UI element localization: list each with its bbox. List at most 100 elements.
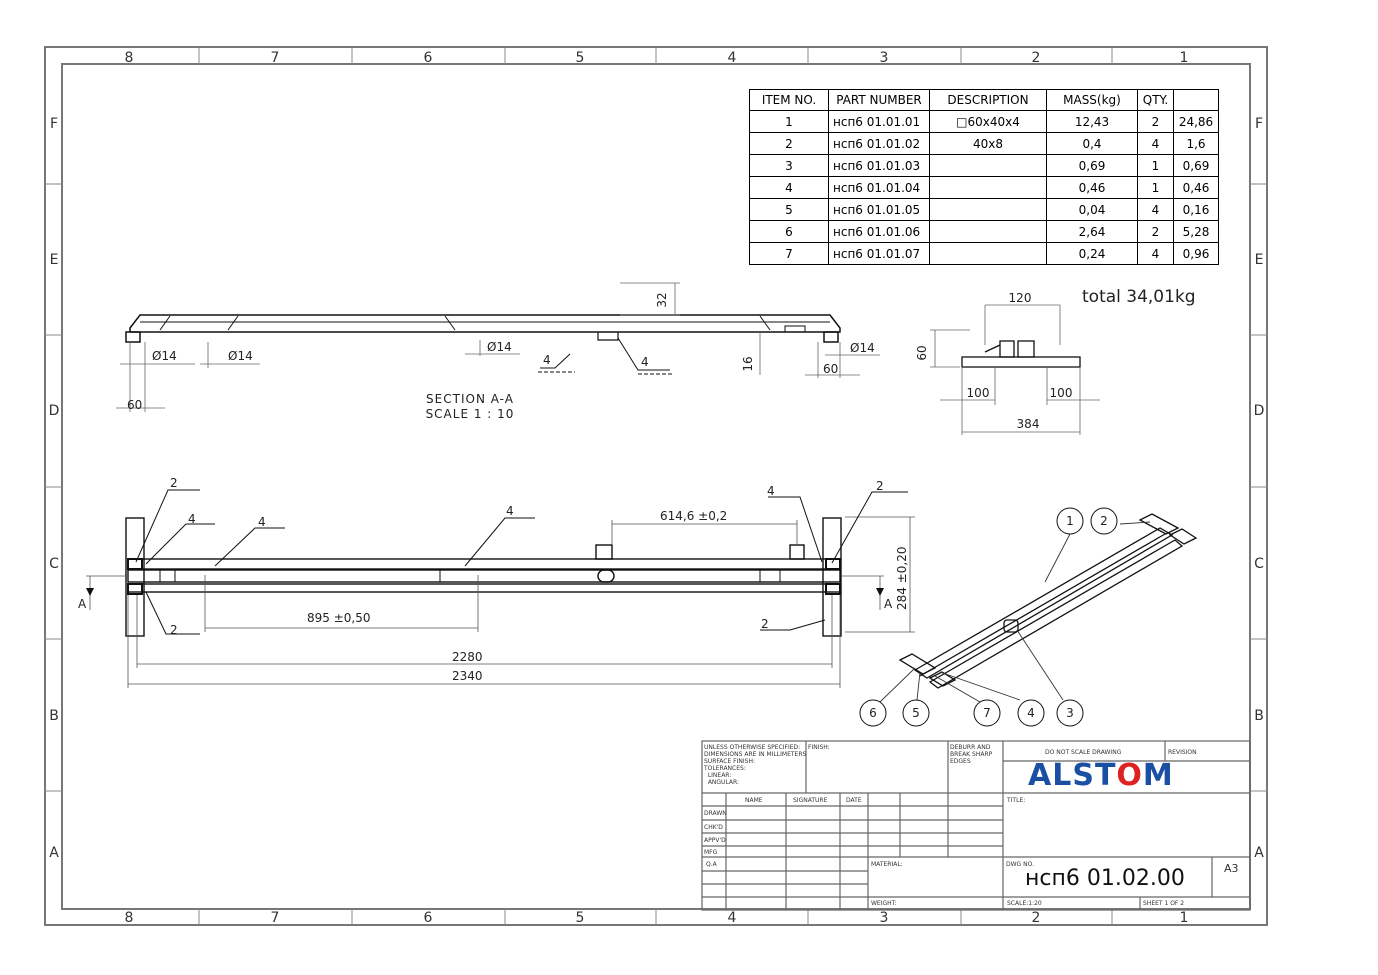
bom-cell — [929, 220, 1047, 243]
weld-mark: 4 — [767, 484, 775, 498]
bom-header: ITEM NO. — [749, 89, 829, 111]
bom-cell: 0,24 — [1046, 242, 1138, 265]
balloon-label: 7 — [983, 706, 991, 720]
dim-end: 100 — [967, 386, 990, 400]
sheet-size: A3 — [1224, 862, 1239, 875]
bom-cell: нсп6 01.01.02 — [828, 132, 930, 155]
weld-mark: 4 — [641, 355, 649, 369]
plan-dims: 614,6 ±0,2 284 ±0,20 895 ±0,50 2280 2340… — [78, 476, 909, 683]
dim-side: Ø14 — [228, 349, 253, 363]
dim-end: 100 — [1050, 386, 1073, 400]
dim-side: Ø14 — [850, 341, 875, 355]
bom-cell: 6 — [749, 220, 829, 243]
bom-cell — [929, 176, 1047, 199]
bom-cell: 0,46 — [1046, 176, 1138, 199]
dim-side: 16 — [741, 356, 755, 371]
zone-col-bottom: 5 — [576, 910, 585, 926]
bom-cell: 0,69 — [1173, 154, 1219, 177]
end-dims: 120 60 100 100 384 — [915, 291, 1072, 431]
tb-title: TITLE: — [1007, 797, 1026, 804]
section-scale: SCALE 1 : 10 — [425, 407, 515, 421]
zone-col-bottom: 7 — [271, 910, 280, 926]
bom-cell: нсп6 01.01.05 — [828, 198, 930, 221]
zone-col-top: 4 — [728, 50, 737, 66]
bill-of-materials: ITEM NO. PART NUMBER DESCRIPTION MASS(kg… — [749, 89, 1219, 265]
dim-end: 60 — [915, 345, 929, 360]
tb-dwg-no-label: DWG NO. — [1006, 861, 1034, 868]
zone-row-right: F — [1255, 116, 1263, 132]
zone-col-bottom: 4 — [728, 910, 737, 926]
tb-drawn: DRAWN — [704, 810, 727, 817]
weld-mark: 4 — [506, 504, 514, 518]
bom-cell — [929, 198, 1047, 221]
dim-end: 120 — [1009, 291, 1032, 305]
zone-ticks — [45, 47, 1267, 925]
plan-view — [86, 489, 915, 688]
bom-header: MASS(kg) — [1046, 89, 1138, 111]
zone-labels: 8 7 6 5 4 3 2 1 8 7 6 5 4 3 2 1 F E D C … — [49, 50, 1265, 926]
dim-side: Ø14 — [487, 340, 512, 354]
balloons — [859, 507, 1118, 727]
zone-col-top: 6 — [424, 50, 433, 66]
zone-col-top: 3 — [880, 50, 889, 66]
bom-cell: 3 — [749, 154, 829, 177]
bom-row: 6 нсп6 01.01.06 2,64 2 5,28 — [749, 220, 1219, 243]
tb-signature: SIGNATURE — [793, 797, 828, 804]
bom-cell: 40x8 — [929, 132, 1047, 155]
bom-cell: 0,46 — [1173, 176, 1219, 199]
tb-do-not-scale: DO NOT SCALE DRAWING — [1045, 749, 1122, 756]
bom-cell — [929, 242, 1047, 265]
logo-text-end: M — [1142, 758, 1174, 793]
bom-cell: 12,43 — [1046, 110, 1138, 133]
bom-cell: 4 — [1137, 198, 1174, 221]
bom-cell: 1 — [1137, 154, 1174, 177]
section-mark: A — [78, 597, 87, 611]
tb-appvd: APPV'D — [704, 837, 726, 844]
bom-cell: 2 — [1137, 220, 1174, 243]
dim-side: 60 — [823, 362, 838, 376]
zone-row-left: B — [49, 708, 59, 724]
balloon-label: 6 — [869, 706, 877, 720]
zone-row-right: C — [1254, 556, 1264, 572]
bom-cell: нсп6 01.01.06 — [828, 220, 930, 243]
tb-weight: WEIGHT: — [871, 900, 897, 907]
total-mass: total 34,01kg — [1082, 287, 1196, 307]
tb-revision: REVISION — [1168, 749, 1197, 756]
bom-row: 7 нсп6 01.01.07 0,24 4 0,96 — [749, 242, 1219, 265]
zone-row-left: A — [49, 845, 59, 861]
bom-cell: 4 — [1137, 132, 1174, 155]
zone-row-right: E — [1255, 252, 1264, 268]
balloon-labels: 1 2 6 5 7 4 3 — [869, 514, 1108, 720]
bom-header-row: ITEM NO. PART NUMBER DESCRIPTION MASS(kg… — [749, 89, 1219, 111]
logo-o: O — [1116, 758, 1143, 793]
weld-mark: 4 — [258, 515, 266, 529]
bom-cell: 1 — [749, 110, 829, 133]
alstom-logo: ALSTOM — [1028, 758, 1174, 793]
balloon-label: 5 — [912, 706, 920, 720]
bom-cell: □60x40x4 — [929, 110, 1047, 133]
zone-row-right: D — [1254, 403, 1265, 419]
bom-cell: 0,04 — [1046, 198, 1138, 221]
bom-cell: 24,86 — [1173, 110, 1219, 133]
dim-side: 60 — [127, 398, 142, 412]
zone-col-top: 1 — [1180, 50, 1189, 66]
bom-cell: нсп6 01.01.07 — [828, 242, 930, 265]
bom-cell: 4 — [749, 176, 829, 199]
bom-row: 5 нсп6 01.01.05 0,04 4 0,16 — [749, 198, 1219, 221]
weld-mark: 2 — [761, 617, 769, 631]
zone-col-bottom: 3 — [880, 910, 889, 926]
dim-side: 32 — [655, 292, 669, 307]
dim-plan: 895 ±0,50 — [307, 611, 371, 625]
zone-col-bottom: 1 — [1180, 910, 1189, 926]
bom-header: PART NUMBER — [828, 89, 930, 111]
bom-cell: 0,96 — [1173, 242, 1219, 265]
title-block-grid — [701, 740, 1251, 911]
weld-mark: 2 — [170, 476, 178, 490]
tb-chkd: CHK'D — [704, 824, 723, 831]
bom-cell: нсп6 01.01.04 — [828, 176, 930, 199]
bom-cell: нсп6 01.01.01 — [828, 110, 930, 133]
tb-qa: Q.A — [706, 861, 717, 868]
zone-row-right: A — [1254, 845, 1264, 861]
section-dims: 32 16 60 Ø14 Ø14 Ø14 Ø14 60 4 4 — [127, 292, 875, 412]
